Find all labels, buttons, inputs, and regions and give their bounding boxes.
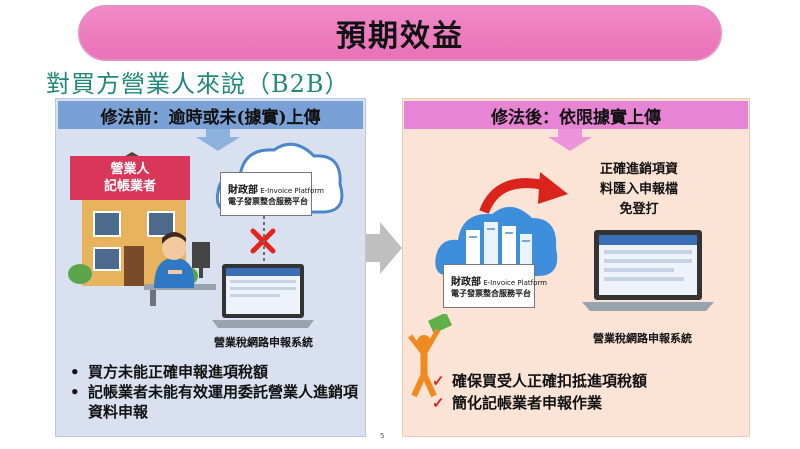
after-header: 修法後：依限據實上傳	[404, 101, 748, 129]
cloud-servers-icon	[435, 206, 558, 276]
platform-en: E-Invoice Platform	[260, 187, 324, 195]
platform-zh: 電子發票整合服務平台	[451, 289, 531, 298]
before-bullet-list: • 買方未能正確申報進項稅額 • 記帳業者未能有效運用委託營業人進銷項資料申報	[70, 362, 360, 422]
after-header-text: 修法後：依限據實上傳	[491, 107, 661, 128]
list-item: ✓ 確保買受人正確扣抵進項稅額	[432, 370, 647, 392]
before-header: 修法前：逾時或未(據實)上傳	[58, 101, 363, 129]
laptop-icon	[582, 230, 714, 311]
sign-line-2: 記帳業者	[103, 179, 156, 194]
platform-en: E-Invoice Platform	[483, 279, 547, 287]
after-system-caption: 營業稅網路申報系統	[593, 332, 692, 345]
platform-ministry: 財政部	[228, 185, 258, 196]
sign-line-1: 營業人	[110, 162, 150, 177]
note-line-3: 免登打	[619, 202, 659, 217]
down-arrow-icon	[196, 129, 240, 151]
list-item: • 記帳業者未能有效運用委託營業人進銷項資料申報	[70, 382, 360, 422]
einvoice-platform-logo: 財政部 E-Invoice Platform 電子發票整合服務平台	[220, 172, 324, 216]
title-banner: 預期效益	[78, 5, 722, 61]
desk-monitor-icon	[192, 242, 210, 278]
platform-ministry: 財政部	[451, 277, 481, 288]
note-line-1: 正確進銷項資	[599, 162, 678, 177]
connection-line	[263, 216, 265, 266]
laptop-icon	[212, 264, 314, 328]
page-title: 預期效益	[336, 19, 464, 54]
after-benefit-list: ✓ 確保買受人正確扣抵進項稅額 ✓ 簡化記帳業者申報作業	[432, 370, 647, 414]
import-note: 正確進銷項資 料匯入申報檔 免登打	[583, 160, 695, 220]
cheering-person-icon	[408, 314, 453, 398]
einvoice-platform-logo: 財政部 E-Invoice Platform 電子發票整合服務平台	[443, 264, 547, 308]
subtitle: 對買方營業人來說（B2B）	[46, 70, 350, 98]
note-line-2: 料匯入申報檔	[599, 182, 678, 197]
list-item: • 買方未能正確申報進項稅額	[70, 362, 360, 382]
chevron-right-icon	[366, 222, 402, 274]
before-system-caption: 營業稅網路申報系統	[214, 336, 313, 349]
before-header-text: 修法前：逾時或未(據實)上傳	[100, 107, 321, 128]
benefit-text: 簡化記帳業者申報作業	[452, 394, 603, 412]
checkmark-icon: ✓	[432, 372, 445, 390]
bullet-text: 買方未能正確申報進項稅額	[88, 363, 269, 381]
checkmark-icon: ✓	[432, 394, 445, 412]
benefit-text: 確保買受人正確扣抵進項稅額	[452, 372, 648, 390]
worried-person-icon	[144, 232, 216, 306]
page-number: 5	[380, 432, 385, 440]
bullet-symbol: •	[70, 383, 80, 401]
down-arrow-icon	[548, 129, 592, 151]
list-item: ✓ 簡化記帳業者申報作業	[432, 392, 647, 414]
curved-arrow-icon	[479, 172, 568, 214]
bullet-symbol: •	[70, 363, 80, 381]
platform-zh: 電子發票整合服務平台	[228, 197, 308, 206]
business-sign: 營業人 記帳業者	[70, 156, 190, 200]
bullet-text: 記帳業者未能有效運用委託營業人進銷項資料申報	[88, 383, 359, 421]
